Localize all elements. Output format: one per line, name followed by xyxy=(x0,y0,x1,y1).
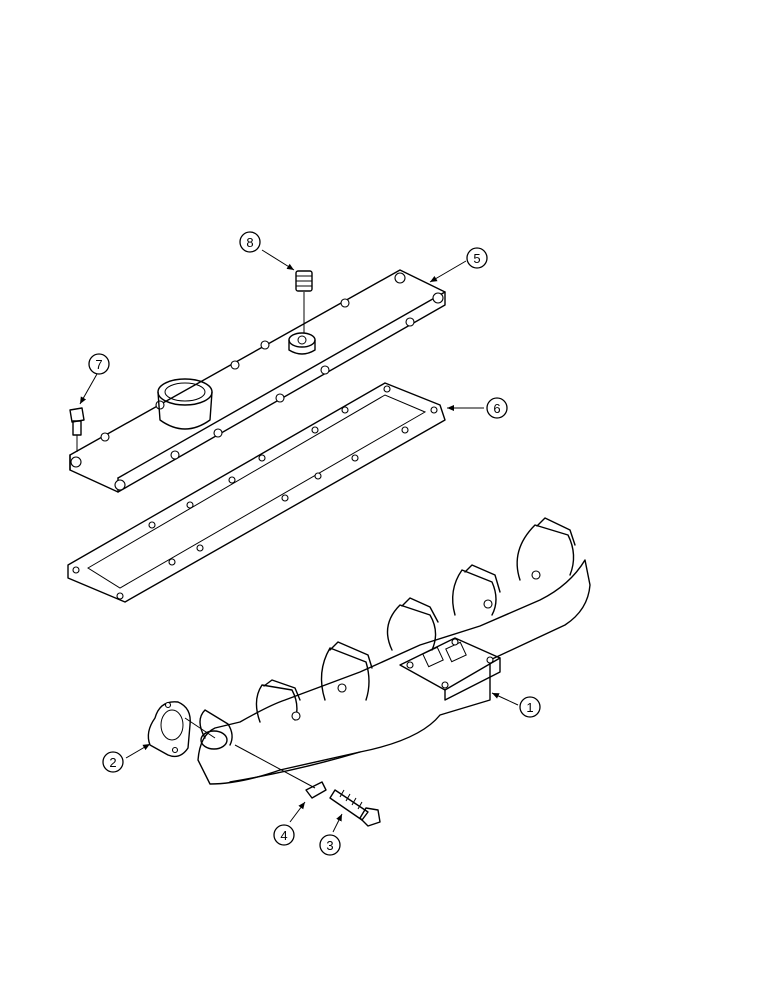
cap-screw-top xyxy=(69,407,85,452)
callout-7: 7 xyxy=(88,353,110,375)
callout-8: 8 xyxy=(239,231,261,253)
callout-4: 4 xyxy=(273,824,295,846)
callout-3: 3 xyxy=(319,834,341,856)
leader-7 xyxy=(79,373,98,405)
callout-label-3: 3 xyxy=(326,838,333,853)
callout-label-8: 8 xyxy=(246,235,253,250)
exhaust-bolt xyxy=(329,789,381,827)
leader-4 xyxy=(289,801,306,823)
callout-2: 2 xyxy=(102,751,124,773)
lock-plate xyxy=(234,744,327,799)
leader-2 xyxy=(125,743,151,759)
gasket xyxy=(67,382,446,603)
leader-1 xyxy=(491,692,519,706)
leader-5 xyxy=(429,260,467,283)
callout-label-4: 4 xyxy=(280,828,287,843)
callout-6: 6 xyxy=(486,397,508,419)
callout-label-6: 6 xyxy=(493,401,500,416)
leader-8 xyxy=(261,249,295,271)
plug xyxy=(295,270,313,333)
callout-5: 5 xyxy=(466,247,488,269)
exhaust-manifold xyxy=(197,517,591,785)
callout-label-1: 1 xyxy=(526,700,533,715)
callout-label-5: 5 xyxy=(473,251,480,266)
callout-label-2: 2 xyxy=(109,755,116,770)
manifold-gasket xyxy=(147,701,216,758)
leader-3 xyxy=(332,813,343,833)
callout-label-7: 7 xyxy=(95,357,102,372)
callout-1: 1 xyxy=(519,696,541,718)
cover-plate xyxy=(69,269,446,493)
